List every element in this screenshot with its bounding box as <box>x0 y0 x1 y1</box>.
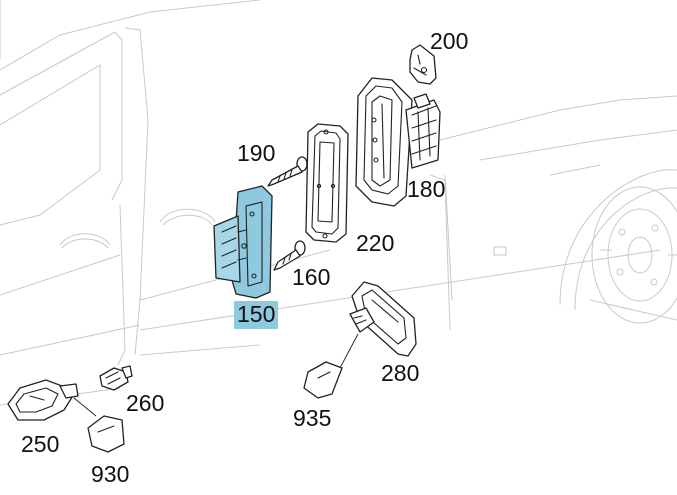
callout-220: 220 <box>356 230 395 256</box>
callout-200: 200 <box>430 28 469 54</box>
part-220-gasket <box>305 123 349 243</box>
part-150-handle <box>213 185 273 299</box>
callout-160: 160 <box>292 264 331 290</box>
part-160-screw <box>273 240 306 271</box>
callout-180: 180 <box>407 176 446 202</box>
callout-280: 280 <box>381 360 420 386</box>
part-250-bracket <box>7 379 97 421</box>
part-935-connector-marker <box>303 361 343 399</box>
callout-930: 930 <box>91 461 130 487</box>
part-190-screw <box>267 156 308 187</box>
callout-150: 150 <box>234 301 279 329</box>
part-280-switch-unit <box>339 281 417 369</box>
part-200-clip <box>409 44 437 85</box>
callout-250: 250 <box>21 431 60 457</box>
callout-190: 190 <box>237 140 276 166</box>
part-260-clip <box>99 365 133 391</box>
callout-935: 935 <box>293 405 332 431</box>
callout-260: 260 <box>126 390 165 416</box>
part-930-connector-marker <box>87 415 125 453</box>
van-body-outline <box>0 0 677 406</box>
part-180-handle-housing <box>355 77 441 207</box>
